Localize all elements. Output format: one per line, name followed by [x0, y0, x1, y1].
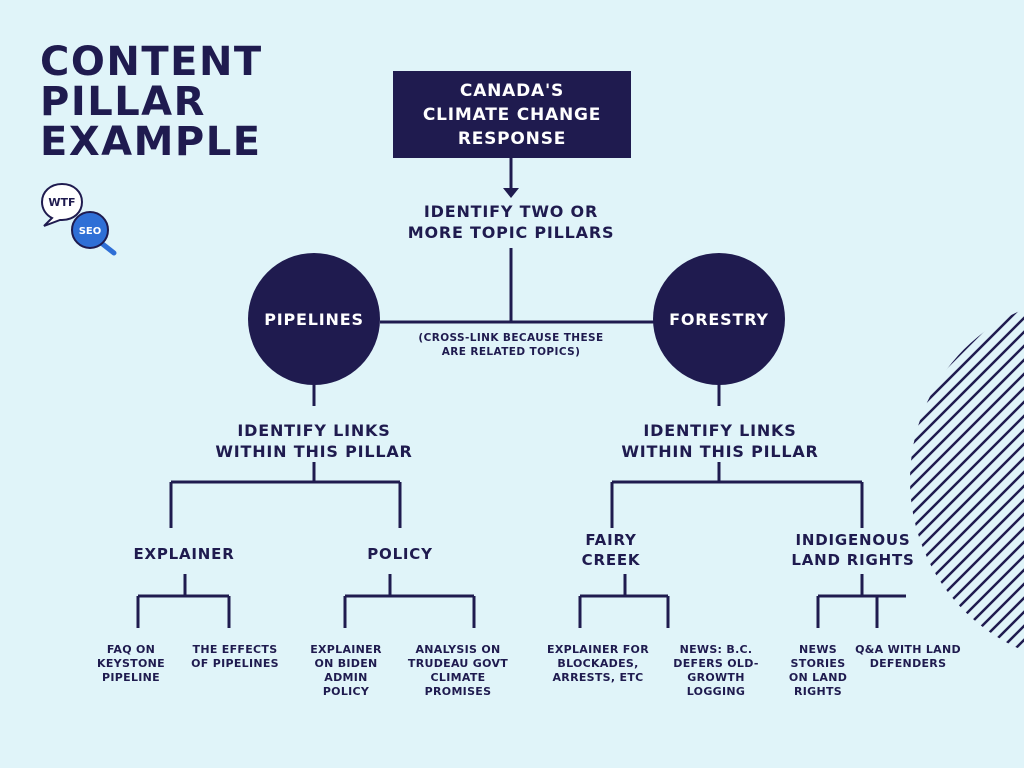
hatch-stripe [949, 295, 1024, 665]
leaf-biden-admin-policy: EXPLAINER ON BIDEN ADMIN POLICY [310, 643, 382, 698]
logo-lens-text: SEO [79, 226, 102, 237]
hatch-stripe [910, 295, 1024, 665]
hatch-stripe [910, 295, 1024, 665]
forestry-step-label: IDENTIFY LINKS WITHIN THIS PILLAR [621, 421, 819, 461]
hatch-stripe [935, 295, 1024, 665]
hatch-stripe [910, 295, 1024, 665]
root-topic-box: CANADA'S CLIMATE CHANGE RESPONSE [393, 71, 631, 158]
hatch-stripe [910, 295, 1024, 665]
leaf-land-rights-news: NEWS STORIES ON LAND RIGHTS [788, 643, 848, 698]
leaf-trudeau-climate-promises: ANALYSIS ON TRUDEAU GOVT CLIMATE PROMISE… [407, 643, 509, 698]
hatch-stripe [910, 295, 993, 665]
pillar-pipelines-circle: PIPELINES [248, 253, 380, 385]
subtopic-indigenous-land-rights: INDIGENOUS LAND RIGHTS [791, 531, 915, 569]
hatch-stripe [910, 295, 1024, 665]
leaf-blockades-explainer: EXPLAINER FOR BLOCKADES, ARRESTS, ETC [547, 643, 649, 684]
leaf-effects-of-pipelines: THE EFFECTS OF PIPELINES [191, 643, 279, 670]
subtopic-explainer: EXPLAINER [133, 545, 235, 563]
hatch-stripe [910, 295, 1024, 665]
subtopic-fairy-creek: FAIRY CREEK [581, 531, 641, 569]
hatch-stripe [963, 295, 1024, 665]
pillar-forestry-circle: FORESTRY [653, 253, 785, 385]
leaf-faq-keystone: FAQ ON KEYSTONE PIPELINE [97, 643, 165, 684]
hatch-stripe [910, 295, 1024, 665]
step-identify-pillars: IDENTIFY TWO OR MORE TOPIC PILLARS [407, 202, 615, 242]
hatch-stripe [921, 295, 1024, 665]
hatch-stripe [910, 295, 1024, 665]
cross-link-note: (CROSS-LINK BECAUSE THESE ARE RELATED TO… [418, 332, 604, 358]
pipelines-step-label: IDENTIFY LINKS WITHIN THIS PILLAR [215, 421, 413, 461]
hatch-stripe [910, 295, 1024, 665]
hatch-stripe [910, 295, 1024, 665]
pillar-pipelines-label: PIPELINES [264, 309, 364, 329]
root-arrow-head [503, 188, 519, 198]
hatch-stripe [910, 295, 1024, 665]
hatch-stripe [910, 295, 1024, 665]
hatch-stripe [910, 295, 1007, 665]
page-title: CONTENT PILLAR EXAMPLE [40, 39, 263, 165]
hatch-stripe [910, 295, 1024, 665]
hatch-stripe [910, 295, 1024, 665]
hatch-stripe [910, 295, 1024, 665]
leaf-qa-land-defenders: Q&A WITH LAND DEFENDERS [855, 643, 961, 670]
pillar-forestry-label: FORESTRY [669, 309, 769, 329]
wtf-seo-logo: WTF SEO [40, 182, 117, 256]
hatch-stripe [910, 295, 1024, 665]
logo-bubble-text: WTF [48, 196, 75, 209]
subtopic-policy: POLICY [367, 545, 433, 563]
leaf-bc-defers-logging: NEWS: B.C. DEFERS OLD- GROWTH LOGGING [673, 643, 759, 698]
